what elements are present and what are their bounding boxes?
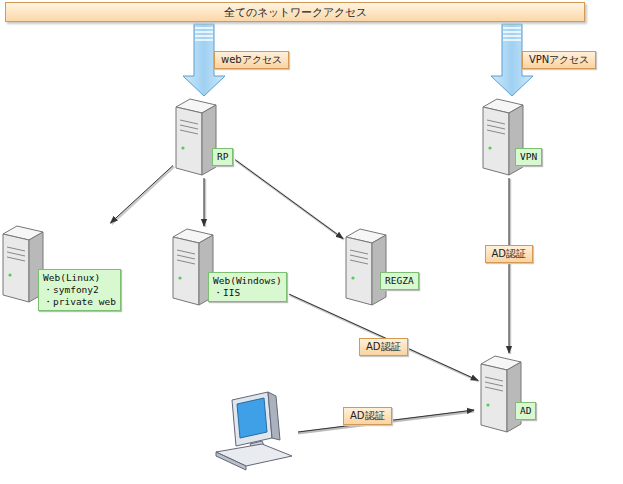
drive-slot [485,382,503,386]
drive-slot [487,120,505,124]
server-icon [345,228,387,306]
arrow-stripe [195,35,213,37]
drive-slot [7,252,25,256]
arrow-stripe [195,31,213,33]
power-led [8,273,11,276]
pc-illustration [216,392,474,470]
power-led [181,146,184,149]
connector [204,178,205,227]
server-side [372,235,386,305]
server-name: Web(Windows) [213,275,282,287]
server-node: VPN [482,98,542,176]
drive-slot [180,125,198,129]
power-led [178,276,181,279]
server-front [3,234,29,302]
power-led [488,146,491,149]
drive-slot [485,387,503,391]
drive-slot [177,250,195,254]
drive-slot [485,377,503,381]
pc-monitor [232,392,272,446]
pc-keyboard [216,444,292,466]
connector-shadow [111,166,174,224]
arrow-stripe [503,39,521,41]
arrow-stripe [503,31,521,33]
drive-slot [7,247,25,251]
band-text: 全てのネットワークアクセス [224,5,367,20]
connector-line [110,165,173,223]
server-name: Web(Linux) [43,272,116,284]
pc-monitor-side [268,392,280,440]
arrow-stripe [195,27,213,29]
drive-slot [177,255,195,259]
connector-shadow [290,295,479,381]
pc-keyboard-edge [216,452,246,470]
server-node: RP [175,98,233,176]
server-label: Web(Linux)・symfony2・private web [38,269,121,311]
server-front [176,107,202,175]
server-front [173,237,199,305]
server-name: AD [520,405,531,417]
edge-label: AD認証 [359,338,408,356]
connector-line [509,178,510,353]
drive-slot [7,257,25,261]
connector-line [289,294,478,380]
drive-slot [180,120,198,124]
drive-slot [487,125,505,129]
drive-slot [350,255,368,259]
server-icon [480,355,522,433]
server-front [346,237,372,305]
network-band: 全てのネットワークアクセス [5,2,585,22]
connector-shadow [509,179,512,354]
arrow-stripe [195,39,213,41]
server-label: RP [212,148,233,166]
drive-slot [180,130,198,134]
edge-label: VPNアクセス [522,51,596,69]
connector-shadow [204,179,207,227]
server-label: Web(Windows)・IIS [208,272,287,302]
drive-slot [350,260,368,264]
arrow-stripe [503,27,521,29]
server-side [507,362,521,432]
server-label: AD [515,402,536,420]
connector [235,160,344,240]
drive-slot [350,250,368,254]
pc-screen [237,398,267,438]
server-node: AD [480,355,536,433]
server-front [483,107,509,175]
drive-slot [487,130,505,134]
arrow-stripe [503,35,521,37]
connector-line [235,160,343,239]
server-node: REGZA [345,228,419,306]
connector-shadow [236,161,344,240]
drive-slot [177,260,195,264]
server-node: Web(Linux)・symfony2・private web [2,225,121,311]
server-label: VPN [515,148,542,166]
server-node: Web(Windows)・IIS [172,228,287,306]
server-name: ・IIS [213,287,282,299]
connector [289,294,479,381]
server-name: REGZA [385,275,414,287]
server-icon [175,98,217,176]
power-led [486,403,489,406]
connector [110,165,174,224]
auth-label: AD認証 [343,407,392,425]
power-led [351,276,354,279]
server-front [481,364,507,432]
server-name: ・symfony2 [43,284,116,296]
connector [509,178,510,354]
server-name: VPN [520,151,537,163]
connector-line [204,178,205,226]
server-name: ・private web [43,296,116,308]
edge-label: AD認証 [485,245,534,263]
server-label: REGZA [380,272,419,290]
server-name: RP [217,151,228,163]
edge-label: webアクセス [214,51,289,69]
